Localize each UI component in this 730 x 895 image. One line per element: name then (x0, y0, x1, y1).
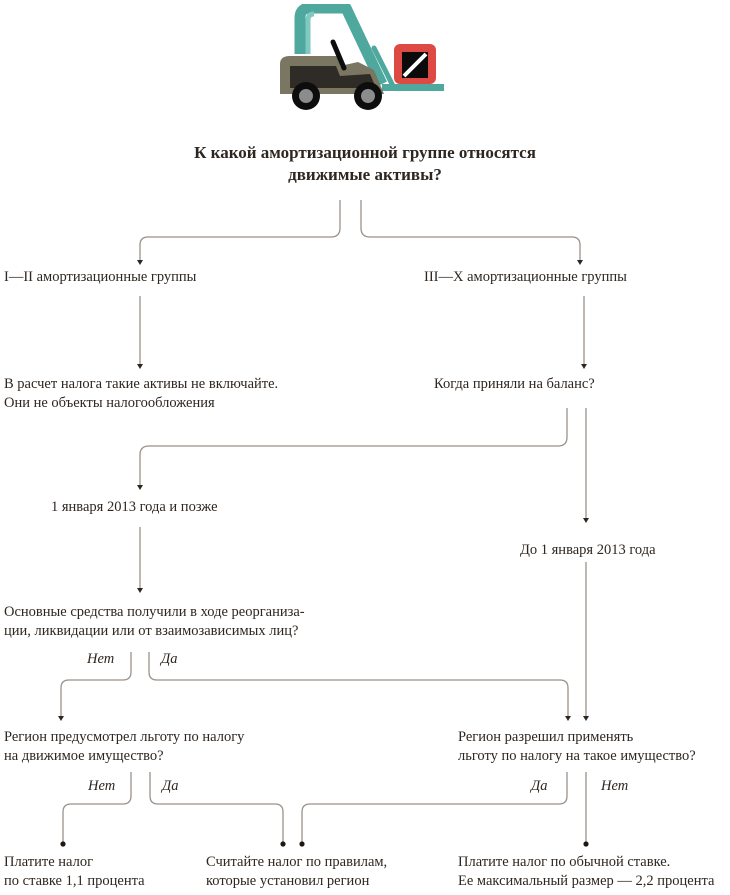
node-reorg-question-line-2: ции, ликвидации или от взаимозависимых л… (4, 623, 299, 639)
arrow-icon (577, 260, 583, 265)
node-region-allowed-question-line-2: льготу по налогу на такое имущество? (458, 748, 696, 764)
arrow-icon (137, 485, 143, 490)
connector-reorg-no (60, 652, 132, 718)
forklift-illustration (280, 4, 444, 110)
connector-title-to-groups-1-2 (139, 200, 341, 262)
forklift-icon (280, 4, 444, 110)
connector-when-to-after-2013 (139, 408, 568, 487)
node-region-benefit-question-line-1: Регион предусмотрел льготу по налогу (4, 729, 245, 745)
node-when-accepted: Когда приняли на баланс? (434, 376, 595, 392)
label-allowed-no: Нет (601, 778, 629, 794)
label-reorg-no: Нет (87, 651, 115, 667)
arrow-icon (581, 364, 587, 369)
connector-reorg-yes (148, 652, 569, 718)
endpoint-dot (583, 841, 589, 847)
node-region-rules-line-2: которые установил регион (206, 873, 370, 889)
arrow-icon (565, 716, 571, 721)
endpoint-dot (280, 841, 286, 847)
node-groups-3-10: III—X амортизационные группы (424, 269, 627, 285)
arrow-icon (583, 716, 589, 721)
node-before-2013: До 1 января 2013 года (520, 542, 656, 558)
arrow-icon (137, 260, 143, 265)
label-reorg-yes: Да (161, 651, 178, 667)
label-benefit-yes: Да (162, 778, 179, 794)
node-after-2013: 1 января 2013 года и позже (51, 499, 218, 515)
node-reorg-question-line-1: Основные средства получили в ходе реорга… (4, 604, 305, 620)
endpoint-dot (60, 841, 66, 847)
label-benefit-no: Нет (88, 778, 116, 794)
label-allowed-yes: Да (531, 778, 548, 794)
arrow-icon (58, 716, 64, 721)
connector-benefit-yes (149, 772, 284, 842)
endpoint-dot (299, 841, 305, 847)
connector-allowed-yes (301, 772, 568, 842)
arrow-icon (137, 364, 143, 369)
node-not-included-line-2: Они не объекты налогообложения (4, 395, 215, 411)
arrow-icon (137, 588, 143, 593)
node-region-rules-line-1: Считайте налог по правилам, (206, 854, 388, 870)
node-region-benefit-question-line-2: на движимое имущество? (4, 748, 164, 764)
connector-title-to-groups-3-10 (360, 200, 581, 262)
node-pay-normal-line-1: Платите налог по обычной ставке. (458, 854, 671, 870)
title-line-1: К какой амортизационной группе относятся (194, 143, 536, 162)
node-pay-1-1-line-1: Платите налог (4, 854, 94, 870)
main-question-title: К какой амортизационной группе относятся… (0, 142, 730, 186)
node-not-included-line-1: В расчет налога такие активы не включайт… (4, 376, 279, 392)
connector-benefit-no (62, 772, 132, 842)
title-line-2: движимые активы? (288, 165, 442, 184)
node-region-allowed-question-line-1: Регион разрешил применять (458, 729, 634, 745)
node-pay-normal-line-2: Ее максимальный размер — 2,2 процента (458, 873, 715, 889)
node-pay-1-1-line-2: по ставке 1,1 процента (4, 873, 145, 889)
arrow-icon (583, 518, 589, 523)
node-groups-1-2: I—II амортизационные группы (4, 269, 197, 285)
